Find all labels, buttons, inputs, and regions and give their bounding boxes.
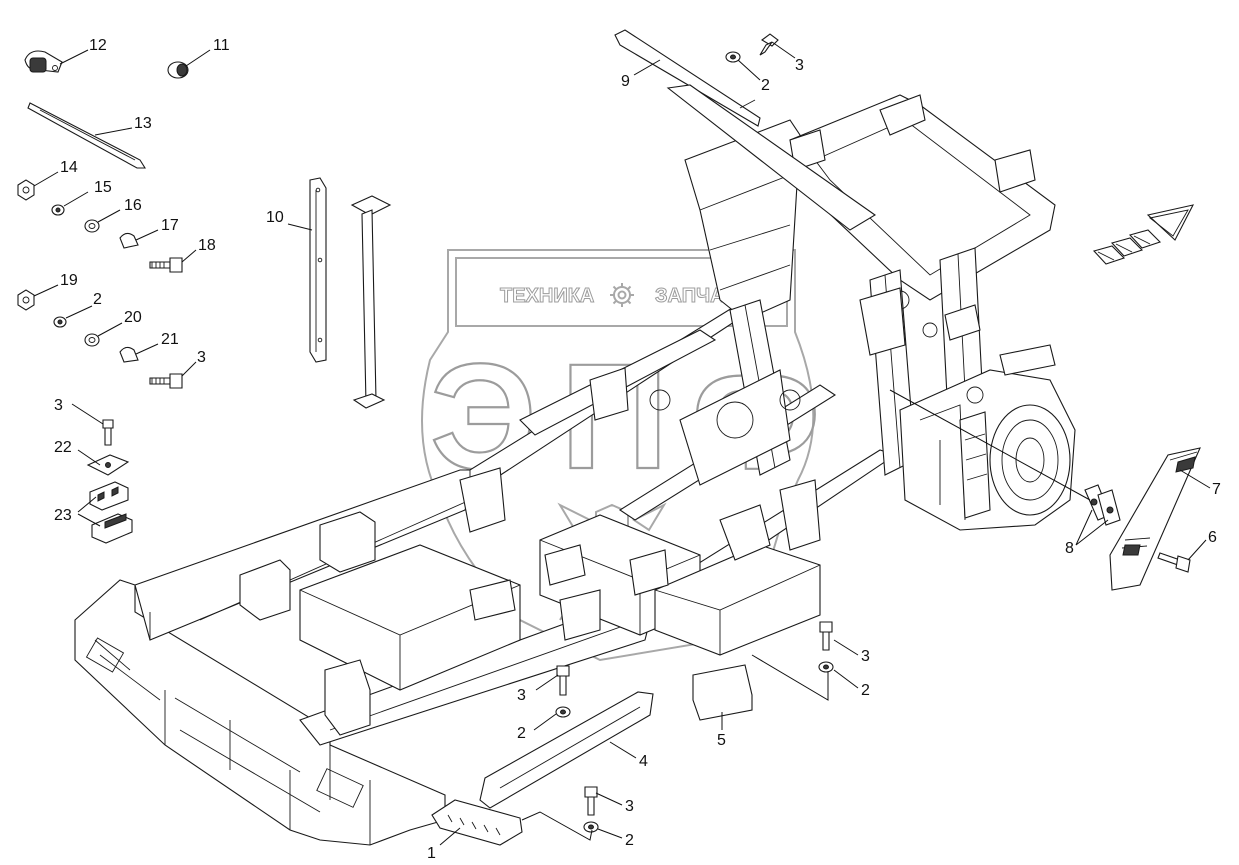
- callout-3-bottom: 3: [625, 798, 634, 815]
- part-3-bolt-center: [556, 665, 570, 696]
- callout-3-top: 3: [795, 57, 804, 74]
- callout-11: 11: [213, 37, 230, 54]
- callout-8: 8: [1065, 540, 1074, 557]
- callout-17: 17: [161, 217, 179, 234]
- part-2-washer-center: [555, 706, 571, 718]
- callout-4: 4: [639, 753, 648, 770]
- callout-7: 7: [1212, 481, 1221, 498]
- part-1-plate: [431, 799, 523, 846]
- leader-lines: [33, 41, 1211, 846]
- callout-6: 6: [1208, 529, 1217, 546]
- callout-2-top: 2: [761, 77, 770, 94]
- chassis-frame: [74, 94, 1076, 846]
- part-14-nut: [17, 179, 35, 201]
- callout-13: 13: [134, 115, 152, 132]
- callout-21: 21: [161, 331, 179, 348]
- callout-2-right: 2: [861, 682, 870, 699]
- part-4-cover: [479, 691, 654, 809]
- part-3-bolt-right: [819, 621, 833, 651]
- callout-9: 9: [621, 73, 630, 90]
- watermark-text-left: ТЕХНИКА: [500, 285, 594, 307]
- part-17-clamp: [119, 232, 139, 249]
- part-21-clamp: [119, 346, 139, 363]
- part-13-cable-tie: [27, 102, 146, 169]
- callouts: 12 11 13 14 15 16 17 18 19 2 20 21 3 3 2…: [54, 37, 1221, 862]
- part-12-clamp: [24, 50, 63, 73]
- part-8-clamp: [1084, 484, 1121, 526]
- part-9-guard: [614, 29, 877, 231]
- callout-12: 12: [89, 37, 107, 54]
- callout-23: 23: [54, 507, 72, 524]
- part-2-washer-bottom: [583, 821, 599, 833]
- part-3-bolt-left: [149, 373, 183, 389]
- callout-3-left: 3: [197, 349, 206, 366]
- callout-1: 1: [427, 845, 436, 862]
- part-22-plate: [86, 454, 130, 476]
- part-6-bolt: [1157, 552, 1191, 573]
- part-10-bracket: [309, 177, 392, 409]
- watermark-inner-frame: [455, 257, 788, 327]
- callout-16: 16: [124, 197, 142, 214]
- part-2-washer-right: [818, 661, 834, 673]
- gear-icon: [610, 283, 634, 307]
- callout-19: 19: [60, 272, 78, 289]
- callout-3-right: 3: [861, 648, 870, 665]
- callout-2-center: 2: [517, 725, 526, 742]
- part-23-block: [89, 481, 133, 544]
- part-15-washer: [51, 204, 65, 216]
- watermark-shield-outline: [421, 249, 815, 662]
- callout-3-center: 3: [517, 687, 526, 704]
- callout-3-stack: 3: [54, 397, 63, 414]
- callout-10: 10: [266, 209, 284, 226]
- part-2-washer-left: [53, 316, 67, 328]
- part-20-washer: [84, 333, 100, 347]
- part-3-bolt-bottom: [584, 786, 598, 816]
- part-11-grommet: [167, 61, 189, 79]
- callout-22: 22: [54, 439, 72, 456]
- callout-14: 14: [60, 159, 78, 176]
- part-3-bolt-vertical: [102, 419, 114, 446]
- part-5-plate: [692, 664, 753, 721]
- part-2-washer-top: [725, 51, 741, 63]
- callout-2-bottom: 2: [625, 832, 634, 849]
- callout-2-left: 2: [93, 291, 102, 308]
- callout-5: 5: [717, 732, 726, 749]
- part-16-washer: [84, 219, 100, 233]
- part-19-nut: [17, 289, 35, 311]
- callout-15: 15: [94, 179, 112, 196]
- callout-18: 18: [198, 237, 216, 254]
- part-7-shield: [1109, 447, 1201, 591]
- part-18-bolt: [149, 257, 183, 273]
- callout-20: 20: [124, 309, 142, 326]
- front-direction-arrow-icon: [1092, 204, 1195, 265]
